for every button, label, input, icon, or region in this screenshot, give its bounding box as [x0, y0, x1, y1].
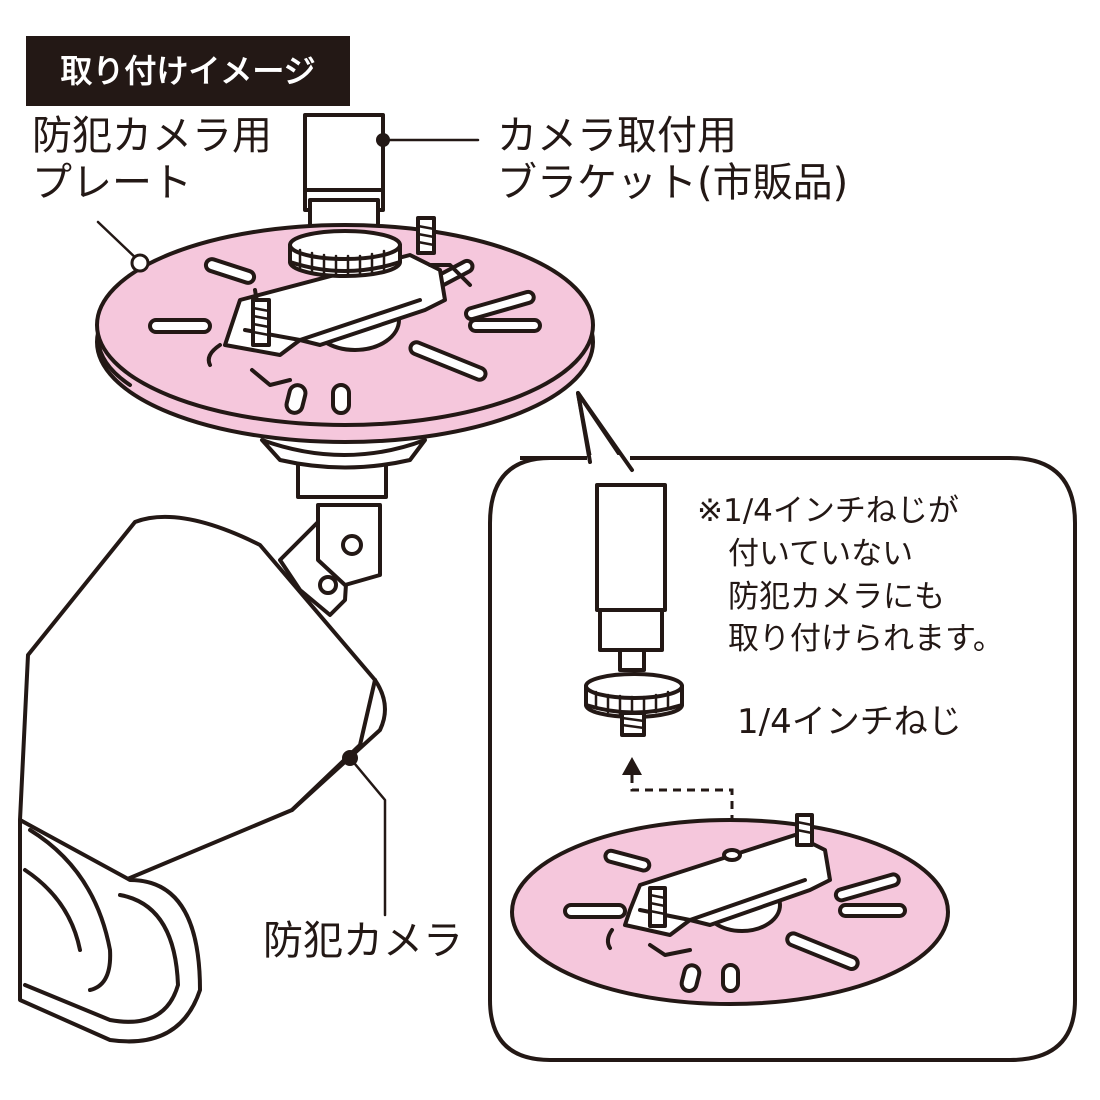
label-camera: 防犯カメラ [263, 918, 463, 965]
label-note: ※1/4インチねじが 付いていない 防犯カメラにも 取り付けられます。 [697, 490, 1004, 661]
diagram-title: 取り付けイメージ [26, 36, 350, 106]
label-plate: 防犯カメラ用 プレート [32, 113, 272, 207]
label-screw: 1/4インチねじ [737, 702, 962, 742]
main-mounting-plate [97, 218, 593, 468]
label-bracket: カメラ取付用 ブラケット(市販品) [497, 113, 848, 207]
